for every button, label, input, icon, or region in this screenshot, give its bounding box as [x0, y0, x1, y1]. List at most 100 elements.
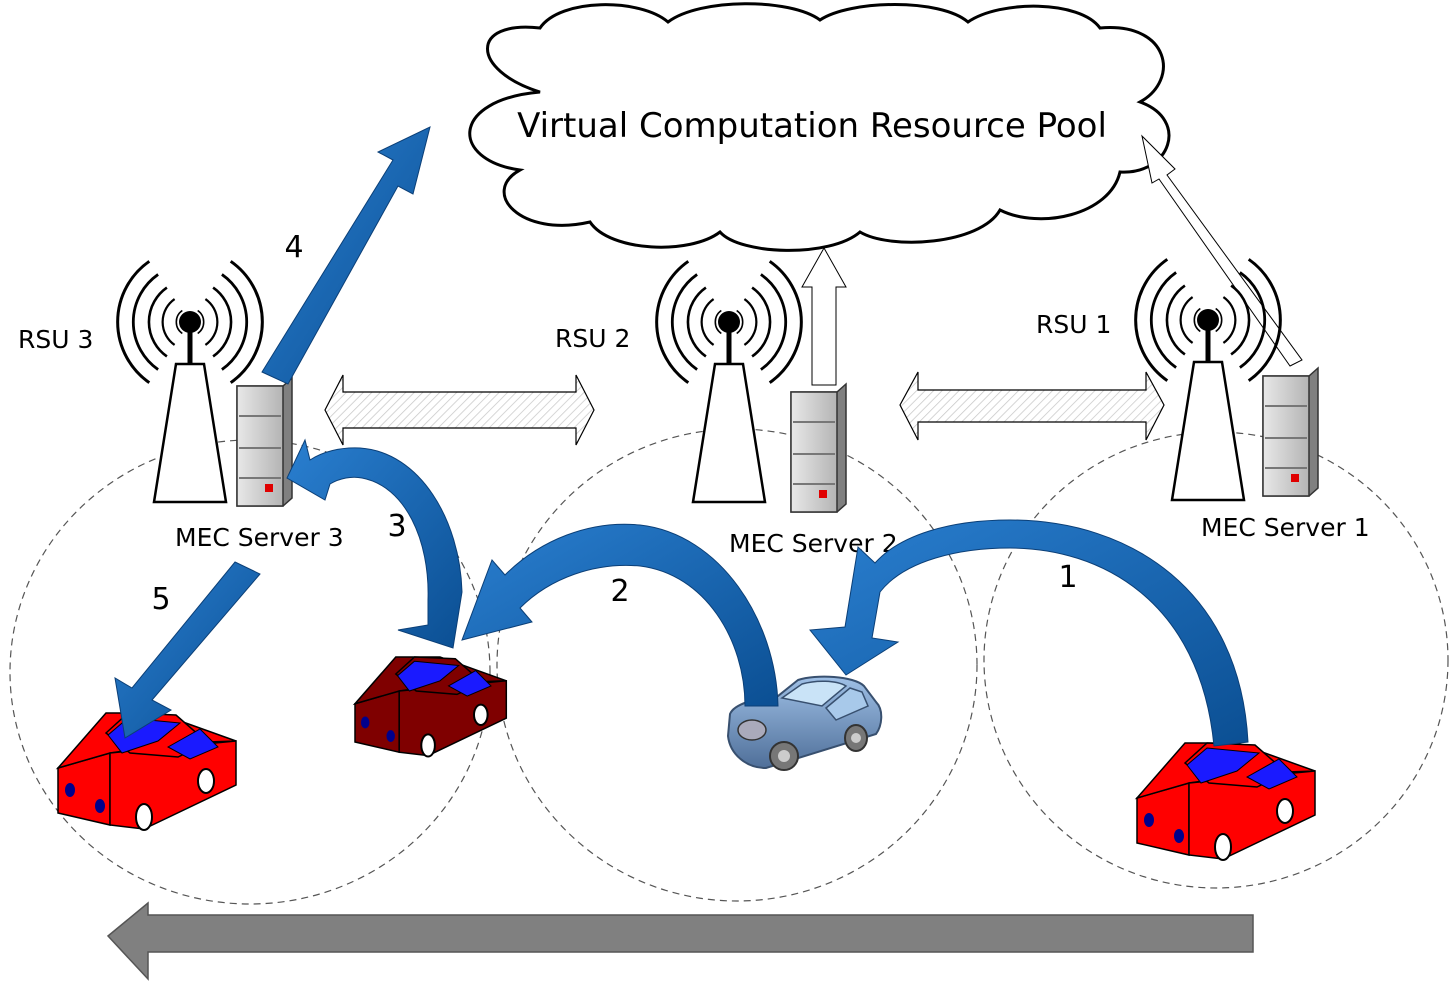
rsu1-label: RSU 1: [1036, 310, 1111, 339]
sedan-windshield: [780, 680, 848, 707]
mec-server1-label: MEC Server 1: [1201, 513, 1370, 542]
server-front: [1262, 375, 1310, 497]
coverage-area-rsu3: [9, 439, 491, 905]
server3-server2-link: [324, 374, 595, 446]
radio-wave-right: [768, 260, 803, 384]
flow-arrow-1a: [809, 519, 1249, 747]
server-front: [236, 385, 284, 507]
radio-wave-left: [670, 273, 698, 371]
radio-wave-right: [1230, 284, 1251, 356]
mec-server3-label: MEC Server 3: [175, 523, 344, 552]
vehicle-red-left: [55, 712, 237, 831]
radio-wave-left: [131, 273, 159, 371]
server2-to-cloud-arrow: [801, 246, 847, 386]
radio-wave-right: [221, 273, 249, 371]
server-power-led: [265, 484, 273, 492]
car-headlight-right: [386, 730, 395, 742]
movement-direction-arrow: [106, 901, 1254, 981]
mec-server2: [790, 382, 847, 513]
cloud-label: Virtual Computation Resource Pool: [517, 106, 1107, 146]
radio-wave-right: [1215, 307, 1223, 333]
radio-wave-right: [1222, 296, 1237, 344]
vehicle-red-right: [1134, 742, 1316, 861]
tower-base: [152, 362, 228, 504]
flow-arrow-5: [114, 561, 261, 739]
mec-server2-label: MEC Server 2: [729, 529, 898, 558]
rsu2-label: RSU 2: [555, 324, 630, 353]
radio-wave-right: [1239, 271, 1267, 369]
car-front-wheel: [420, 733, 436, 758]
rsu3-antenna: [116, 260, 264, 504]
radio-wave-right: [751, 286, 772, 358]
flow-arrow-2: [461, 523, 779, 707]
step-label-5: 5: [151, 582, 170, 617]
car-headlight-left: [360, 716, 370, 729]
radio-wave-left: [1165, 284, 1186, 356]
rsu1-antenna: [1134, 258, 1282, 502]
server2-server1-link: [899, 371, 1165, 441]
radio-wave-right: [1247, 258, 1282, 382]
server-power-led: [1291, 474, 1299, 482]
offloading-flow-arrows: [114, 126, 1249, 747]
flow-arrow-3: [286, 438, 463, 649]
radio-wave-right: [204, 298, 219, 346]
radio-wave-right: [229, 260, 264, 384]
step-label-1: 1: [1058, 560, 1077, 595]
sedan-grille: [737, 719, 767, 741]
car-rear-wheel: [473, 703, 489, 726]
car-rear-wheel: [197, 768, 215, 794]
flow-arrow-4: [261, 126, 431, 385]
car-side-window: [1245, 758, 1298, 790]
car-side-window: [447, 669, 492, 697]
radio-wave-left: [1149, 271, 1177, 369]
car-headlight-left: [65, 783, 75, 797]
radio-wave-left: [147, 286, 168, 358]
sedan-front-wheel-hub: [778, 750, 790, 762]
cloud-shape: [468, 2, 1171, 252]
car-front-wheel: [1214, 833, 1232, 861]
server-front: [790, 391, 838, 513]
car-windshield: [1186, 747, 1261, 784]
rsu2-antenna: [655, 260, 803, 504]
car-rear-wheel: [1276, 798, 1294, 824]
radio-wave-left: [175, 309, 183, 335]
radio-wave-right: [743, 298, 758, 346]
antenna-tip: [718, 311, 740, 333]
car-windshield: [396, 660, 460, 692]
radio-wave-left: [1179, 296, 1194, 344]
car-side-window: [166, 728, 219, 760]
car-headlight-right: [95, 799, 105, 813]
car-headlight-right: [1174, 829, 1184, 843]
radio-wave-right: [760, 273, 788, 371]
resource-pool-cloud: Virtual Computation Resource Pool: [468, 2, 1171, 252]
mec-server1: [1262, 366, 1319, 497]
radio-wave-left: [700, 298, 715, 346]
radio-wave-left: [1193, 307, 1201, 333]
vehicle-darkred-middle: [352, 656, 508, 758]
radio-wave-right: [197, 309, 205, 335]
sedan-rear-wheel-hub: [851, 733, 861, 743]
server-links: [324, 371, 1165, 446]
radio-wave-right: [212, 286, 233, 358]
tower-base: [691, 362, 767, 504]
step-label-4: 4: [284, 230, 303, 265]
radio-wave-left: [116, 260, 151, 384]
car-front-wheel: [135, 803, 153, 831]
mec-server3: [236, 376, 293, 507]
radio-wave-left: [686, 286, 707, 358]
step-label-3: 3: [387, 509, 406, 544]
sedan-side-window: [824, 687, 869, 721]
radio-wave-right: [736, 309, 744, 335]
car-headlight-left: [1144, 813, 1154, 827]
antenna-tip: [179, 311, 201, 333]
antenna-tip: [1197, 309, 1219, 331]
rsu3-label: RSU 3: [18, 325, 93, 354]
radio-wave-left: [1134, 258, 1169, 382]
radio-wave-left: [161, 298, 176, 346]
radio-wave-left: [714, 309, 722, 335]
radio-wave-left: [655, 260, 690, 384]
server-power-led: [819, 490, 827, 498]
step-label-2: 2: [610, 574, 629, 609]
tower-base: [1170, 360, 1246, 502]
